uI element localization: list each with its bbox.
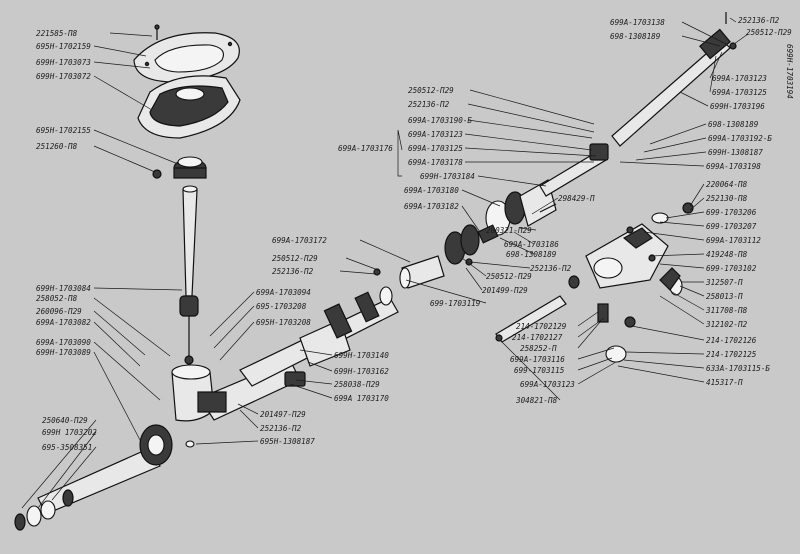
- label-l26: 699Н-1703162: [334, 367, 389, 376]
- label-l01: 221585-П8: [36, 29, 78, 38]
- label-l43: 252136-П2: [530, 264, 572, 273]
- label-l64: 699Н-1308187: [708, 148, 763, 157]
- label-l11: 699А-1703090: [36, 338, 91, 347]
- label-l37: 699А-1703180: [404, 186, 459, 195]
- label-l15: 695-3508351: [42, 443, 92, 452]
- label-l28: 699А 1703170: [334, 394, 389, 403]
- label-l65: 699А-1703198: [706, 162, 761, 171]
- label-l50: 699А-1703116: [510, 355, 565, 364]
- label-l07: 699Н-1703084: [36, 284, 91, 293]
- label-l05: 695Н-1702155: [36, 126, 91, 135]
- label-l60: 699А-1703125: [712, 88, 767, 97]
- label-l18: 695Н-1703208: [256, 318, 311, 327]
- label-l02: 695Н-1702159: [36, 42, 91, 51]
- leader-lines: [21, 17, 749, 509]
- label-l30: 252136-П2: [408, 100, 450, 109]
- label-l73: 312507-П: [705, 278, 743, 287]
- label-l35: 699А-1703178: [408, 158, 463, 167]
- label-l24: 252136-П2: [272, 267, 314, 276]
- label-l56: 252136-П2: [738, 16, 780, 25]
- label-l03: 699Н-1703073: [36, 58, 91, 67]
- label-l59: 699А-1703123: [712, 74, 767, 83]
- label-l69: 699-1703207: [706, 222, 757, 231]
- middle-shaft: [239, 255, 473, 387]
- label-l47: 214-1702129: [516, 322, 567, 331]
- label-l68: 699-1703206: [706, 208, 757, 217]
- gearbox-cover: [495, 202, 694, 363]
- label-l51: 699-1703115: [514, 366, 565, 375]
- upper-shaft: [539, 12, 737, 197]
- label-l34: 699А-1703125: [408, 144, 463, 153]
- label-l74: 258013-П: [706, 292, 743, 301]
- label-l52: 699А-1703123: [520, 380, 575, 389]
- label-l71: 419248-П8: [706, 250, 748, 259]
- label-l13: 250640-П29: [42, 416, 88, 425]
- label-l14: 699Н 1703202: [42, 428, 97, 437]
- label-l61: 699Н-1703196: [710, 102, 765, 111]
- label-l06: 251260-П8: [36, 142, 78, 151]
- label-l40: 200321-П29: [486, 226, 532, 235]
- label-l08: 258052-П8: [36, 294, 78, 303]
- label-l79: 633А-1703115-Б: [706, 364, 770, 373]
- label-l80: 415317-П: [706, 378, 743, 387]
- label-l29: 250512-П29: [408, 86, 454, 95]
- label-l53: 304821-П8: [515, 396, 558, 405]
- label-l39: 298429-П: [558, 194, 595, 203]
- part-labels: 221585-П8 695Н-1702159 699Н-1703073 699Н…: [36, 16, 794, 452]
- label-l33: 699А-1703123: [408, 130, 463, 139]
- label-l09: 260096-П29: [36, 307, 82, 316]
- label-l46: 699-1703119: [430, 299, 481, 308]
- label-l12: 699Н-1703089: [36, 348, 91, 357]
- label-l23: 250512-П29: [272, 254, 318, 263]
- rubber-bushing: [152, 156, 207, 179]
- boot-cover: [137, 75, 241, 139]
- label-l76: 312102-П2: [705, 320, 748, 329]
- label-l57: 250512-П29: [746, 28, 792, 37]
- label-l70: 699А-1703112: [706, 236, 761, 245]
- label-l78: 214-1702125: [706, 350, 757, 359]
- label-l62: 698-1308189: [708, 120, 759, 129]
- label-l32: 699А-1703176: [338, 144, 393, 153]
- label-l20: 252136-П2: [260, 424, 302, 433]
- label-l63: 699А-1703192-Б: [708, 134, 772, 143]
- label-l21: 695Н-1308187: [260, 437, 315, 446]
- label-l66: 220064-П8: [706, 180, 748, 189]
- label-l49: 258252-П: [520, 344, 557, 353]
- cover-plate: [133, 24, 240, 83]
- label-l42: 698-1308189: [506, 250, 557, 259]
- label-l27: 258038-П29: [334, 380, 380, 389]
- label-l38: 699А-1703182: [404, 202, 459, 211]
- label-l75: 311708-П8: [705, 306, 748, 315]
- label-l54: 699А-1703138: [610, 18, 665, 27]
- label-l44: 250512-П29: [486, 272, 532, 281]
- label-l19: 201497-П29: [260, 410, 306, 419]
- label-l45: 201499-П29: [482, 286, 528, 295]
- label-l04: 699Н-1703072: [36, 72, 91, 81]
- label-l10: 699А-1703082: [36, 318, 91, 327]
- label-l67: 252130-П8: [706, 194, 748, 203]
- label-l48: 214-1702127: [512, 333, 563, 342]
- label-l41: 699А-1703186: [504, 240, 559, 249]
- label-l17: 695-1703208: [256, 302, 307, 311]
- label-l36: 699Н-1703184: [420, 172, 475, 181]
- label-l72: 699-1703102: [706, 264, 757, 273]
- label-l25: 699Н-1703140: [334, 351, 389, 360]
- shift-lever: [179, 185, 199, 365]
- label-l77: 214-1702126: [706, 336, 757, 345]
- label-l16: 699А-1703094: [256, 288, 311, 297]
- label-l22: 699А-1703172: [272, 236, 327, 245]
- label-l31: 699А-1703190-Б: [408, 116, 472, 125]
- label-l55: 698-1308189: [610, 32, 661, 41]
- label-l58: 699Н-1703194: [785, 44, 794, 99]
- part-drawings: [14, 12, 737, 531]
